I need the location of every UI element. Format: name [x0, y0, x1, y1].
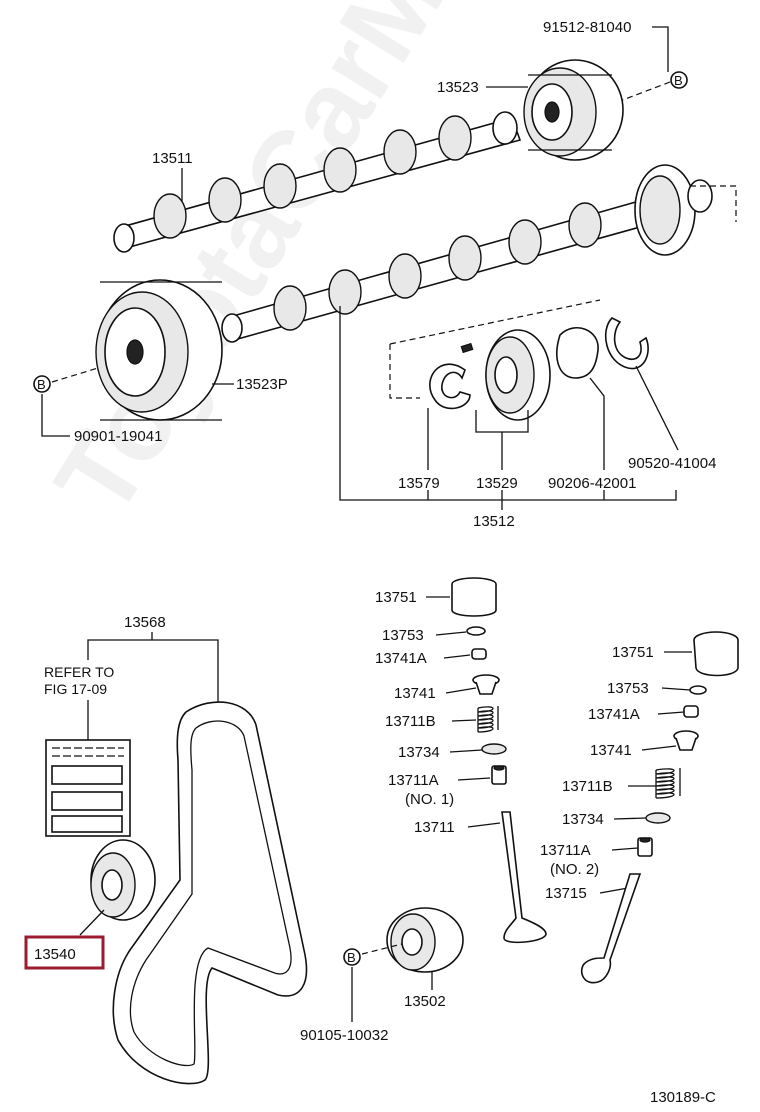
valve-lifter-left[interactable]: [451, 577, 497, 617]
valve-spring-right[interactable]: [655, 768, 681, 799]
keeper-left[interactable]: [471, 648, 487, 660]
label-left-13711B[interactable]: 13711B: [385, 713, 436, 730]
svg-text:B: B: [347, 950, 356, 965]
label-90901-19041[interactable]: 90901-19041: [74, 428, 162, 445]
label-right-13753[interactable]: 13753: [607, 680, 649, 697]
label-13511[interactable]: 13511: [152, 150, 193, 167]
exhaust-valve-right[interactable]: [580, 873, 642, 984]
highlight-box-13540[interactable]: [24, 935, 105, 970]
snap-ring-13579[interactable]: [429, 363, 471, 410]
label-left-13753[interactable]: 13753: [382, 627, 424, 644]
camshaft-13511[interactable]: [113, 111, 522, 253]
valve-seal-left[interactable]: [491, 765, 507, 785]
label-left-13741[interactable]: 13741: [394, 685, 436, 702]
keeper-right[interactable]: [683, 705, 699, 718]
svg-text:B: B: [674, 73, 683, 88]
shim-right[interactable]: [689, 685, 707, 695]
spring-seat-left[interactable]: [481, 743, 507, 755]
label-right-13711B[interactable]: 13711B: [562, 778, 613, 795]
key-pin[interactable]: [460, 342, 474, 354]
label-13523P[interactable]: 13523P: [236, 376, 288, 393]
label-90206-42001[interactable]: 90206-42001: [548, 475, 636, 492]
label-13568[interactable]: 13568: [124, 614, 166, 631]
refer-note-line2: FIG 17-09: [44, 681, 107, 697]
bolt-90901-group: B 90901-19041: [33, 367, 162, 445]
camshaft-gear-13523P[interactable]: [95, 279, 223, 421]
label-right-13751[interactable]: 13751: [612, 644, 654, 661]
label-13523[interactable]: 13523: [437, 79, 479, 96]
label-left-13711A-note: (NO. 1): [405, 791, 454, 808]
label-left-13711A[interactable]: 13711A: [388, 772, 439, 789]
valve-seal-right[interactable]: [637, 837, 653, 857]
label-right-13741A[interactable]: 13741A: [588, 706, 640, 723]
label-13512[interactable]: 13512: [473, 513, 515, 530]
wave-washer-90206[interactable]: [556, 326, 599, 379]
label-13579[interactable]: 13579: [398, 475, 440, 492]
valve-spring-left[interactable]: [477, 706, 499, 733]
svg-text:B: B: [37, 377, 46, 392]
label-right-13711A-note: (NO. 2): [550, 861, 599, 878]
idler-pulley-13502[interactable]: [386, 907, 464, 973]
diagram-code: 130189-C: [650, 1089, 716, 1106]
label-right-13734[interactable]: 13734: [562, 811, 604, 828]
label-left-13734[interactable]: 13734: [398, 744, 440, 761]
timing-belt-13568[interactable]: [112, 701, 308, 1085]
label-left-13751[interactable]: 13751: [375, 589, 417, 606]
sub-gear-13529[interactable]: [485, 329, 551, 421]
spring-retainer-left[interactable]: [472, 674, 500, 695]
label-left-13741A[interactable]: 13741A: [375, 650, 427, 667]
valve-lifter-right[interactable]: [693, 631, 739, 677]
bolt-b-symbol-bottom[interactable]: [343, 948, 361, 966]
idler-pulley-13540[interactable]: [90, 839, 156, 921]
refer-note-line1: REFER TO: [44, 664, 114, 680]
label-13529[interactable]: 13529: [476, 475, 518, 492]
bolt-b-symbol-top[interactable]: [670, 71, 688, 89]
label-right-13715[interactable]: 13715: [545, 885, 587, 902]
label-91512-81040[interactable]: 91512-81040: [543, 19, 631, 36]
label-13540[interactable]: 13540: [34, 946, 76, 963]
intake-valve-left[interactable]: [501, 811, 547, 944]
snap-ring-90520[interactable]: [604, 317, 649, 370]
shim-left[interactable]: [466, 626, 486, 636]
warning-label-card[interactable]: [45, 739, 131, 837]
label-right-13741[interactable]: 13741: [590, 742, 632, 759]
label-right-13711A[interactable]: 13711A: [540, 842, 591, 859]
label-90520-41004[interactable]: 90520-41004: [628, 455, 716, 472]
spring-seat-right[interactable]: [645, 812, 671, 824]
spring-retainer-right[interactable]: [673, 730, 699, 751]
camshaft-13512[interactable]: [221, 164, 713, 343]
bolt-91512-group: 91512-81040 B: [543, 19, 688, 105]
label-13502[interactable]: 13502: [404, 993, 446, 1010]
bolt-b-symbol-left[interactable]: [33, 375, 51, 393]
label-90105-10032[interactable]: 90105-10032: [300, 1027, 388, 1044]
label-left-13711[interactable]: 13711: [414, 819, 455, 836]
camshaft-gear-13523[interactable]: [523, 59, 624, 161]
